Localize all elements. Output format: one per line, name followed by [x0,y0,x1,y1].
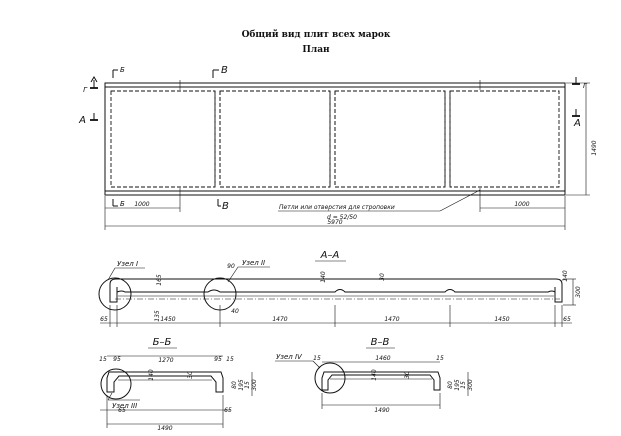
aa-dim-h30: 30 [379,273,386,281]
bb-dim-h140: 140 [148,369,155,381]
marker-g-right: Г [583,82,588,90]
marker-v-bottom: В [222,201,229,212]
marker-g-left: Г [83,86,88,94]
marker-b-top: Б [120,66,125,74]
bb-dim-top95-l: 95 [113,356,121,363]
sheet-title: Общий вид плит всех марок [242,29,391,40]
plan-dim-total: 5970 [327,219,342,226]
aa-dim-span3: 1470 [384,316,399,323]
vv-dim-h300: 300 [467,379,474,391]
vv-dim-h15: 15 [460,381,467,389]
aa-dim-h140a: 140 [320,271,327,283]
marker-b-bottom: Б [120,200,125,208]
plan-view [104,80,566,198]
bb-dim-total: 1490 [157,425,172,432]
node-1-label: Узел I [117,260,138,268]
section-aa-title: А–А [320,250,340,261]
vv-dim-h195: 195 [454,379,461,391]
section-bb: Б–Б 15 95 1270 95 15 140 30 80 195 15 30… [99,337,258,432]
bb-dim-h15: 15 [244,381,251,389]
section-vv: В–В 15 1460 15 140 30 80 195 15 300 Узел… [275,337,474,414]
aa-dim-rib-h: 135 [154,310,161,322]
aa-dim-rib-gap: 40 [231,308,239,315]
section-markers: Г А Б В Г А Б В [78,65,588,212]
plan-note-line2: d = 52/50 [327,214,357,221]
aa-dim-left-edge: 65 [100,316,108,323]
marker-v-top: В [221,65,228,76]
bb-dim-top15-l: 15 [99,356,107,363]
section-vv-title: В–В [371,337,390,348]
bb-dim-inner: 1270 [158,357,173,364]
aa-dim-h140b: 140 [562,270,569,282]
aa-dim-h300: 300 [575,286,582,298]
aa-dim-span2: 1470 [272,316,287,323]
plan-dim-right: 1000 [514,201,529,208]
aa-dim-right-edge: 65 [563,316,571,323]
plan-dim-width: 1490 [591,140,598,155]
node-4-label: Узел IV [276,353,303,361]
plan-title: План [302,45,330,55]
vv-dim-h140: 140 [371,369,378,381]
marker-a-left: А [78,115,86,126]
aa-dim-rib-top: 90 [227,263,235,270]
vv-dim-h80: 80 [447,381,454,389]
plan-dim-left: 1000 [134,201,149,208]
bb-dim-h30: 30 [187,371,194,379]
vv-dim-h30: 30 [404,371,411,379]
plan-note-line1: Петли или отверстия для строповки [279,204,395,211]
plan-dimensions: 1000 1000 5970 1490 Петли или отверстия … [104,82,598,230]
bb-dim-bot65-l: 65 [118,407,126,414]
vv-dim-top15-l: 15 [313,355,321,362]
vv-dim-top15-r: 15 [436,355,444,362]
vv-dim-inner: 1460 [375,355,390,362]
aa-dim-span1: 1450 [160,316,175,323]
bb-dim-top95-r: 95 [214,356,222,363]
vv-dim-total: 1490 [374,407,389,414]
section-aa: А–А Узел I Узел II 165 90 40 135 140 30 … [98,250,582,327]
node-2-label: Узел II [242,259,265,267]
bb-dim-h80: 80 [231,381,238,389]
bb-dim-top15-r: 15 [226,356,234,363]
bb-dim-h300: 300 [251,379,258,391]
marker-a-right: А [573,118,581,129]
bb-dim-bot65-r: 65 [224,407,232,414]
aa-dim-span4: 1450 [494,316,509,323]
node-3-label: Узел III [112,402,137,410]
section-bb-title: Б–Б [153,337,172,348]
bb-dim-h195: 195 [238,379,245,391]
aa-dim-rib: 165 [156,274,163,286]
